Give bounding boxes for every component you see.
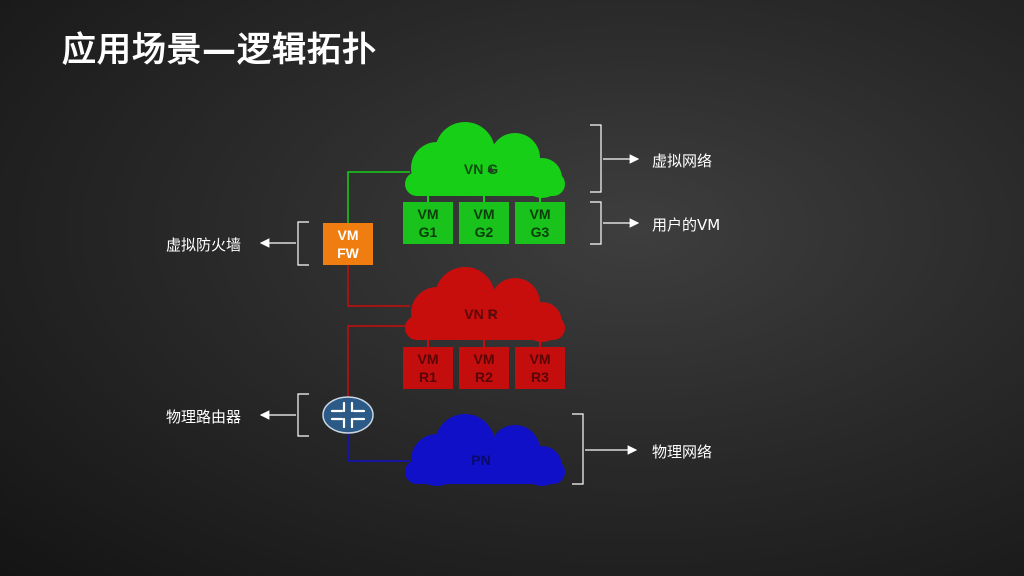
bracket-user-vm (590, 201, 602, 245)
vm-box-r1: VM R1 (403, 347, 453, 389)
bracket-virtual-firewall (297, 221, 309, 266)
vm-line1: VM (529, 351, 551, 367)
router-icon (322, 396, 374, 434)
vm-box-r3: VM R3 (515, 347, 565, 389)
label-physical-router: 物理路由器 (166, 408, 242, 426)
red-vm-connectors (427, 338, 541, 348)
bracket-physical-network (572, 413, 584, 485)
vm-line2: R3 (531, 369, 549, 385)
vm-line2: FW (337, 245, 359, 261)
router-blue-line (347, 432, 410, 462)
cloud-vn-g (405, 122, 565, 198)
vm-line2: G3 (530, 224, 550, 240)
label-virtual-network: 虚拟网络 (652, 152, 713, 170)
vm-line1: VM (417, 351, 439, 367)
vm-line1: VM (337, 227, 359, 243)
vm-line1: VM (473, 351, 495, 367)
vm-box-r2: VM R2 (459, 347, 509, 389)
red-link-line (347, 265, 410, 307)
label-virtual-firewall: 虚拟防火墙 (166, 236, 242, 254)
bracket-physical-router (297, 393, 309, 437)
cloud-vn-r (405, 267, 565, 342)
vm-line2: R2 (475, 369, 493, 385)
vm-box-g1: VM G1 (403, 202, 453, 244)
label-user-vm: 用户的VM (652, 216, 721, 234)
router-red-line (347, 325, 410, 398)
vm-line2: R1 (419, 369, 437, 385)
vm-line1: VM (417, 206, 439, 222)
cloud-label-pn: PN (471, 452, 491, 468)
label-physical-network: 物理网络 (652, 443, 713, 461)
cloud-label-vn-r: VN R (464, 306, 498, 322)
vm-line2: G1 (418, 224, 438, 240)
green-link-line (347, 171, 410, 225)
vm-line1: VM (529, 206, 551, 222)
vm-line2: G2 (474, 224, 494, 240)
cloud-pn (405, 414, 565, 486)
vm-box-g2: VM G2 (459, 202, 509, 244)
green-vm-connectors (427, 194, 541, 202)
bracket-virtual-network (590, 124, 602, 193)
vm-box-firewall: VM FW (323, 223, 373, 265)
vm-line1: VM (473, 206, 495, 222)
vm-box-g3: VM G3 (515, 202, 565, 244)
page-title: 应用场景—逻辑拓扑 (62, 30, 377, 70)
cloud-label-vn-g: VN G (463, 161, 499, 177)
